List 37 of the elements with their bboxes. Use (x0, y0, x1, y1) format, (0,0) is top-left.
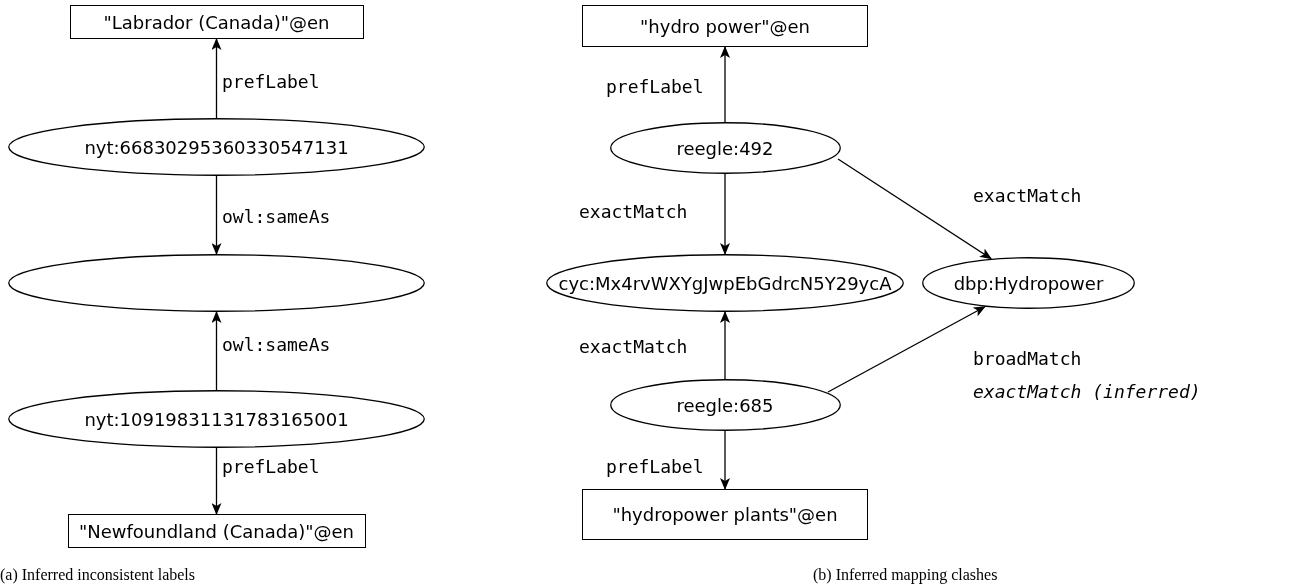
resource-ellipse (8, 118, 425, 176)
edge-label: prefLabel (606, 456, 704, 478)
arrow (837, 158, 992, 260)
resource-ellipse (922, 257, 1135, 309)
arrow (211, 447, 222, 515)
arrow (720, 430, 730, 490)
node-label: dbp:Hydropower (953, 272, 1104, 294)
edge-label: prefLabel (222, 71, 320, 93)
caption: (b) Inferred mapping clashes (813, 565, 998, 585)
edge-label: prefLabel (606, 76, 704, 98)
node-label: reegle:685 (676, 394, 774, 416)
edge-label: prefLabel (222, 456, 320, 478)
node-label: "hydropower plants"@en (612, 504, 838, 525)
resource-ellipse (8, 254, 425, 312)
literal-box (69, 5, 364, 39)
node-label: nyt:10919831131783165001 (84, 408, 349, 430)
node-label: reegle:492 (676, 137, 774, 159)
arrow (211, 38, 222, 119)
literal-box (67, 514, 366, 548)
resource-ellipse (8, 390, 425, 448)
arrow (827, 306, 986, 393)
node-label: "Labrador (Canada)"@en (103, 11, 330, 33)
literal-box (582, 5, 868, 47)
resource-ellipse (546, 254, 904, 312)
node-label: nyt:66830295360330547131 (84, 136, 349, 158)
node-label: "hydro power"@en (640, 15, 810, 37)
node-label: "Newfoundland (Canada)"@en (79, 520, 354, 542)
arrow (211, 311, 222, 391)
arrow (720, 46, 730, 123)
resource-ellipse (609, 379, 841, 431)
caption: (a) Inferred inconsistent labels (0, 565, 196, 585)
literal-box (582, 489, 868, 540)
arrow (720, 173, 730, 255)
node-label: cyc:Mx4rvWXYgJwpEbGdrcN5Y29ycA (558, 272, 892, 294)
resource-ellipse (609, 122, 841, 174)
arrow (211, 175, 222, 255)
arrow (720, 311, 730, 380)
